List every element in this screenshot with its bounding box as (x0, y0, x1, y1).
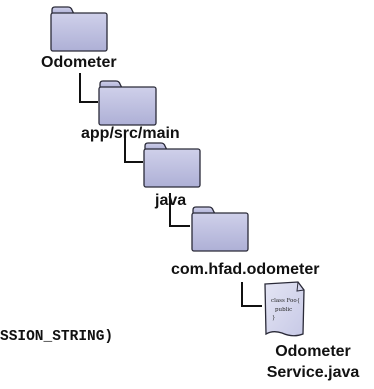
folder-icon (191, 206, 249, 252)
folder-label-java: java (155, 192, 187, 209)
folder-label-app-src-main: app/src/main (81, 125, 180, 142)
code-fragment: SSION_STRING) (0, 329, 114, 345)
folder-label-odometer: Odometer (41, 54, 117, 71)
connector-odometer-to-app (79, 73, 98, 103)
file-icon-code-line1: class Foo{ (271, 298, 300, 304)
folder-label-com-hfad-odometer: com.hfad.odometer (171, 261, 320, 278)
file-label-line2: Service.java (266, 364, 360, 381)
folder-icon (98, 80, 157, 126)
folder-icon (143, 142, 201, 188)
folder-icon (50, 6, 108, 52)
file-icon-code-line3: } (272, 315, 276, 321)
java-file-icon: class Foo{ public } (264, 281, 305, 337)
file-label-line1: Odometer (275, 343, 351, 360)
connector-java-to-com (169, 193, 190, 227)
tree-connectors (79, 73, 262, 307)
connector-app-to-java (124, 132, 143, 163)
connector-com-to-file (241, 282, 262, 307)
file-icon-code-line2: public (275, 307, 292, 313)
file-label: Odometer Service.java (253, 341, 373, 383)
